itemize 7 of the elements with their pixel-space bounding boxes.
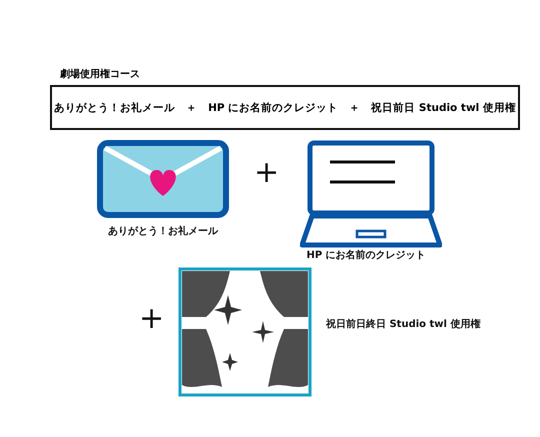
course-summary-box: ありがとう！お礼メール ＋ HP にお名前のクレジット ＋ 祝日前日 Studio twl 使用権 [50, 85, 520, 130]
plus-sign: + [254, 158, 280, 188]
plus-sign: + [139, 304, 164, 334]
course-heading: 劇場使用権コース [60, 68, 140, 81]
item-caption: ありがとう！お礼メール [108, 224, 218, 238]
item-caption: HP にお名前のクレジット [306, 248, 426, 262]
item-caption: 祝日前日終日 Studio twl 使用権 [326, 318, 480, 331]
